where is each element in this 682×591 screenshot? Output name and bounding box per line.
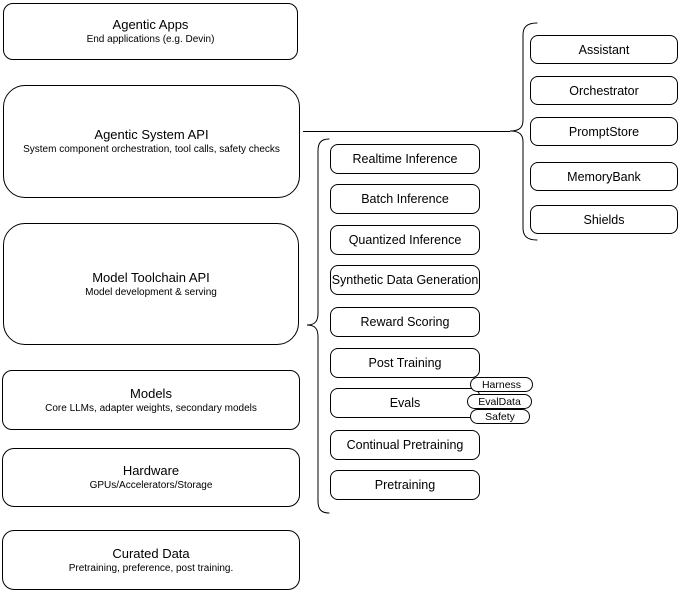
service-post-training: Post Training xyxy=(330,348,480,378)
service-batch-inference: Batch Inference xyxy=(330,184,480,214)
component-memorybank: MemoryBank xyxy=(530,162,678,191)
eval-tag-evaldata: EvalData xyxy=(467,394,532,409)
service-evals: Evals xyxy=(330,388,480,418)
component-assistant: Assistant xyxy=(530,35,678,64)
eval-tag-safety: Safety xyxy=(470,409,530,424)
service-synthetic-data-generation: Synthetic Data Generation xyxy=(330,265,480,295)
layer-agentic-apps: Agentic Apps End applications (e.g. Devi… xyxy=(3,3,298,60)
service-quantized-inference: Quantized Inference xyxy=(330,225,480,255)
component-promptstore: PromptStore xyxy=(530,117,678,146)
layer-curated-data: Curated Data Pretraining, preference, po… xyxy=(2,530,300,590)
service-continual-pretraining: Continual Pretraining xyxy=(330,430,480,460)
component-orchestrator: Orchestrator xyxy=(530,76,678,105)
layer-hardware: Hardware GPUs/Accelerators/Storage xyxy=(2,448,300,507)
service-realtime-inference: Realtime Inference xyxy=(330,144,480,174)
layer-title: Agentic System API xyxy=(94,127,209,142)
layer-title: Model Toolchain API xyxy=(92,269,210,285)
service-pretraining: Pretraining xyxy=(330,470,480,500)
layer-subtitle: GPUs/Accelerators/Storage xyxy=(89,480,213,491)
layer-title: Curated Data xyxy=(112,545,190,561)
layer-model-toolchain-api: Model Toolchain API Model development & … xyxy=(3,223,299,345)
layer-title: Models xyxy=(130,385,172,401)
layer-subtitle: Pretraining, preference, post training. xyxy=(68,562,234,574)
components-brace xyxy=(509,22,538,241)
layer-title: Agentic Apps xyxy=(112,17,189,32)
layer-subtitle: End applications (e.g. Devin) xyxy=(86,34,215,45)
toolchain-brace xyxy=(306,138,330,514)
service-reward-scoring: Reward Scoring xyxy=(330,307,480,337)
layer-agentic-system-api: Agentic System API System component orch… xyxy=(3,85,300,198)
component-shields: Shields xyxy=(530,205,678,234)
layer-subtitle: System component orchestration, tool cal… xyxy=(23,144,280,155)
layer-title: Hardware xyxy=(122,463,180,478)
layer-subtitle: Model development & serving xyxy=(85,286,217,298)
eval-tag-harness: Harness xyxy=(470,377,533,392)
layer-subtitle: Core LLMs, adapter weights, secondary mo… xyxy=(45,402,257,414)
layer-models: Models Core LLMs, adapter weights, secon… xyxy=(2,370,300,430)
